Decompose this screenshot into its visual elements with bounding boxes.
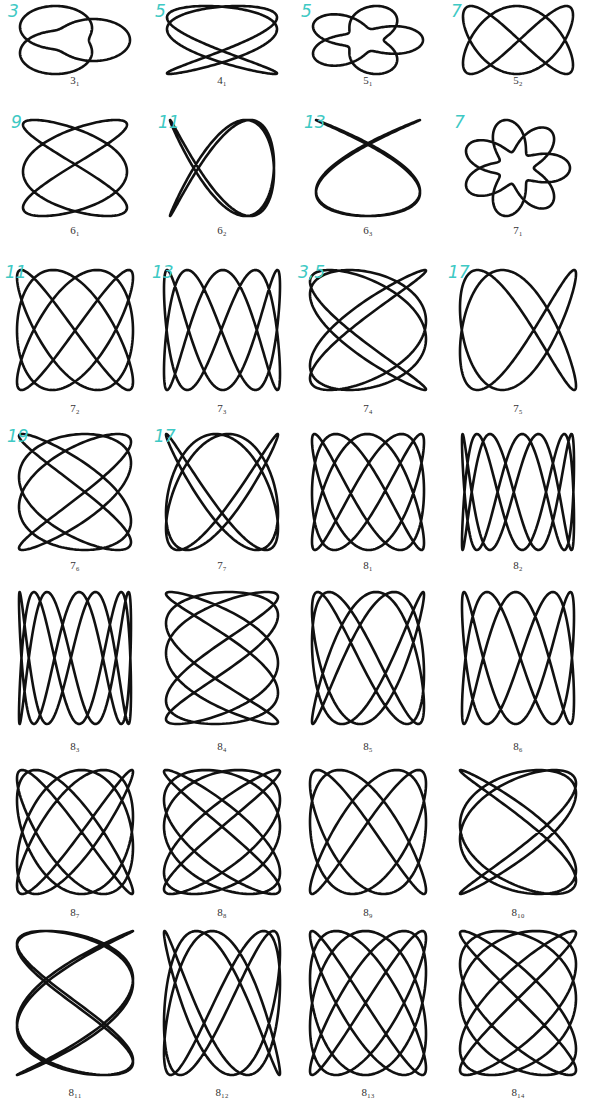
knot-name: 8₁₁: [68, 1087, 81, 1098]
knot-name: 5₁: [363, 75, 372, 86]
knot-name: 8₅: [363, 741, 372, 752]
determinant-number: 13: [304, 114, 326, 131]
determinant-number: 7: [454, 114, 465, 131]
knot-name: 8₁₄: [511, 1087, 524, 1098]
knot-name: 8₉: [363, 907, 372, 918]
knot-name: 7₇: [217, 560, 226, 571]
knot-diagram: [19, 592, 131, 724]
knot-name: 7₆: [70, 560, 79, 571]
knot-name: 8₁₀: [511, 907, 524, 918]
knot-diagram: [166, 592, 278, 724]
knot-name: 8₆: [513, 741, 522, 752]
determinant-number: 5: [301, 3, 312, 20]
knot-name: 5₂: [513, 75, 522, 86]
knot-diagram: [17, 770, 133, 894]
knot-diagram: [17, 931, 133, 1075]
knot-diagram: [17, 270, 133, 390]
knot-diagram: [310, 270, 426, 390]
knot-name: 8₁₂: [215, 1087, 228, 1098]
knot-name: 8₁: [363, 560, 372, 571]
knot-diagram: [462, 434, 574, 550]
knot-diagram: [310, 770, 426, 894]
knot-diagram: [460, 270, 576, 390]
determinant-number: 17: [448, 264, 470, 281]
knot-diagram: [466, 120, 570, 216]
knot-name: 8₂: [513, 560, 522, 571]
determinant-number: 3,5: [298, 264, 325, 281]
knot-name: 7₂: [70, 403, 79, 414]
knot-name: 7₁: [513, 225, 522, 236]
knot-name: 8₃: [70, 741, 79, 752]
knot-name: 8₄: [217, 741, 226, 752]
knot-diagram: [167, 6, 277, 74]
knot-diagram: [164, 770, 280, 894]
knot-name: 8₁₃: [361, 1087, 374, 1098]
knot-name: 7₅: [513, 403, 522, 414]
knot-name: 6₃: [363, 225, 372, 236]
knot-diagram: [312, 434, 424, 550]
knot-diagram: [164, 270, 280, 390]
knot-diagram: [170, 120, 274, 216]
knot-diagram: [310, 931, 426, 1075]
knot-name: 4₁: [217, 75, 226, 86]
knot-name: 8₈: [217, 907, 226, 918]
knot-diagram: [23, 120, 127, 216]
knot-diagram: [20, 6, 130, 74]
determinant-number: 11: [158, 114, 180, 131]
knot-name: 7₃: [217, 403, 226, 414]
knot-diagram: [313, 6, 423, 74]
determinant-number: 13: [152, 264, 174, 281]
knot-diagram: [19, 434, 131, 550]
knot-name: 6₁: [70, 225, 79, 236]
knot-name: 6₂: [217, 225, 226, 236]
knot-name: 7₄: [363, 403, 372, 414]
determinant-number: 7: [451, 3, 462, 20]
determinant-number: 19: [7, 428, 29, 445]
knot-name: 3₁: [70, 75, 79, 86]
knot-diagram: [316, 120, 420, 216]
knot-diagram: [164, 931, 280, 1075]
knot-diagram: [463, 6, 573, 74]
knot-diagram: [166, 434, 278, 550]
knot-name: 8₇: [70, 907, 79, 918]
knot-diagram: [312, 592, 424, 724]
determinant-number: 9: [11, 114, 22, 131]
determinant-number: 5: [155, 3, 166, 20]
knot-diagram: [462, 592, 574, 724]
determinant-number: 17: [154, 428, 176, 445]
determinant-number: 3: [8, 3, 19, 20]
knot-diagram: [460, 770, 576, 894]
knot-diagram: [460, 931, 576, 1075]
determinant-number: 11: [5, 264, 27, 281]
